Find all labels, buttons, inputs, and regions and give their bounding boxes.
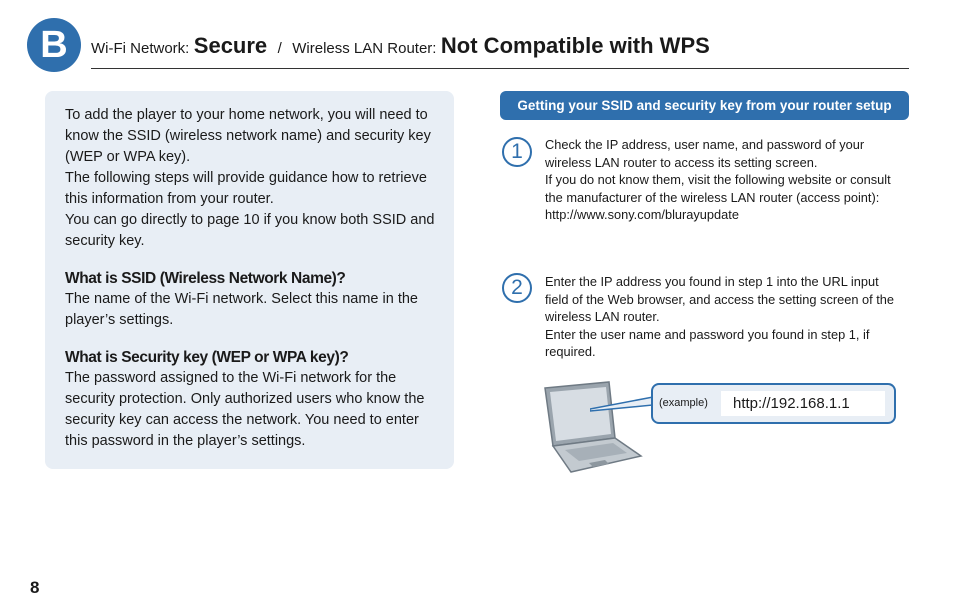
intro-paragraph: The following steps will provide guidanc… — [65, 170, 427, 207]
step-1-number: 1 — [502, 137, 532, 167]
step-1-line: Check the IP address, user name, and pas… — [545, 137, 865, 170]
wifi-network-value: Secure — [193, 33, 268, 58]
step-2-text: Enter the IP address you found in step 1… — [545, 273, 905, 361]
intro-paragraph: You can go directly to page 10 if you kn… — [65, 212, 435, 249]
security-key-description: The password assigned to the Wi-Fi netwo… — [65, 370, 425, 449]
router-label: Wireless LAN Router: — [292, 40, 437, 57]
step-1-url: http://www.sony.com/blurayupdate — [545, 207, 739, 223]
section-badge: B — [27, 18, 81, 72]
page-number: 8 — [30, 578, 40, 597]
step-1-text: Check the IP address, user name, and pas… — [545, 136, 905, 224]
step-2-line: Enter the user name and password you fou… — [545, 326, 870, 360]
page-header: Wi-Fi Network: Secure / Wireless LAN Rou… — [91, 30, 909, 69]
wifi-network-label: Wi-Fi Network: — [91, 40, 190, 57]
step-1-line: If you do not know them, visit the follo… — [545, 172, 891, 205]
step-2-number: 2 — [502, 273, 532, 303]
ssid-heading: What is SSID (Wireless Network Name)? — [65, 270, 346, 287]
intro-panel: To add the player to your home network, … — [45, 91, 454, 469]
router-value: Not Compatible with WPS — [440, 33, 710, 58]
callout-pointer — [590, 396, 654, 412]
laptop-icon — [544, 381, 643, 473]
header-separator: / — [277, 40, 282, 57]
ssid-description: The name of the Wi-Fi network. Select th… — [65, 291, 418, 328]
intro-paragraph: To add the player to your home network, … — [65, 107, 431, 165]
step-2-line: Enter the IP address you found in step 1… — [545, 274, 895, 325]
example-label: (example) — [659, 397, 708, 409]
example-url-callout: (example) http://192.168.1.1 — [651, 383, 896, 424]
url-input-example: http://192.168.1.1 — [721, 391, 885, 416]
steps-banner: Getting your SSID and security key from … — [500, 91, 909, 120]
security-key-heading: What is Security key (WEP or WPA key)? — [65, 349, 349, 366]
